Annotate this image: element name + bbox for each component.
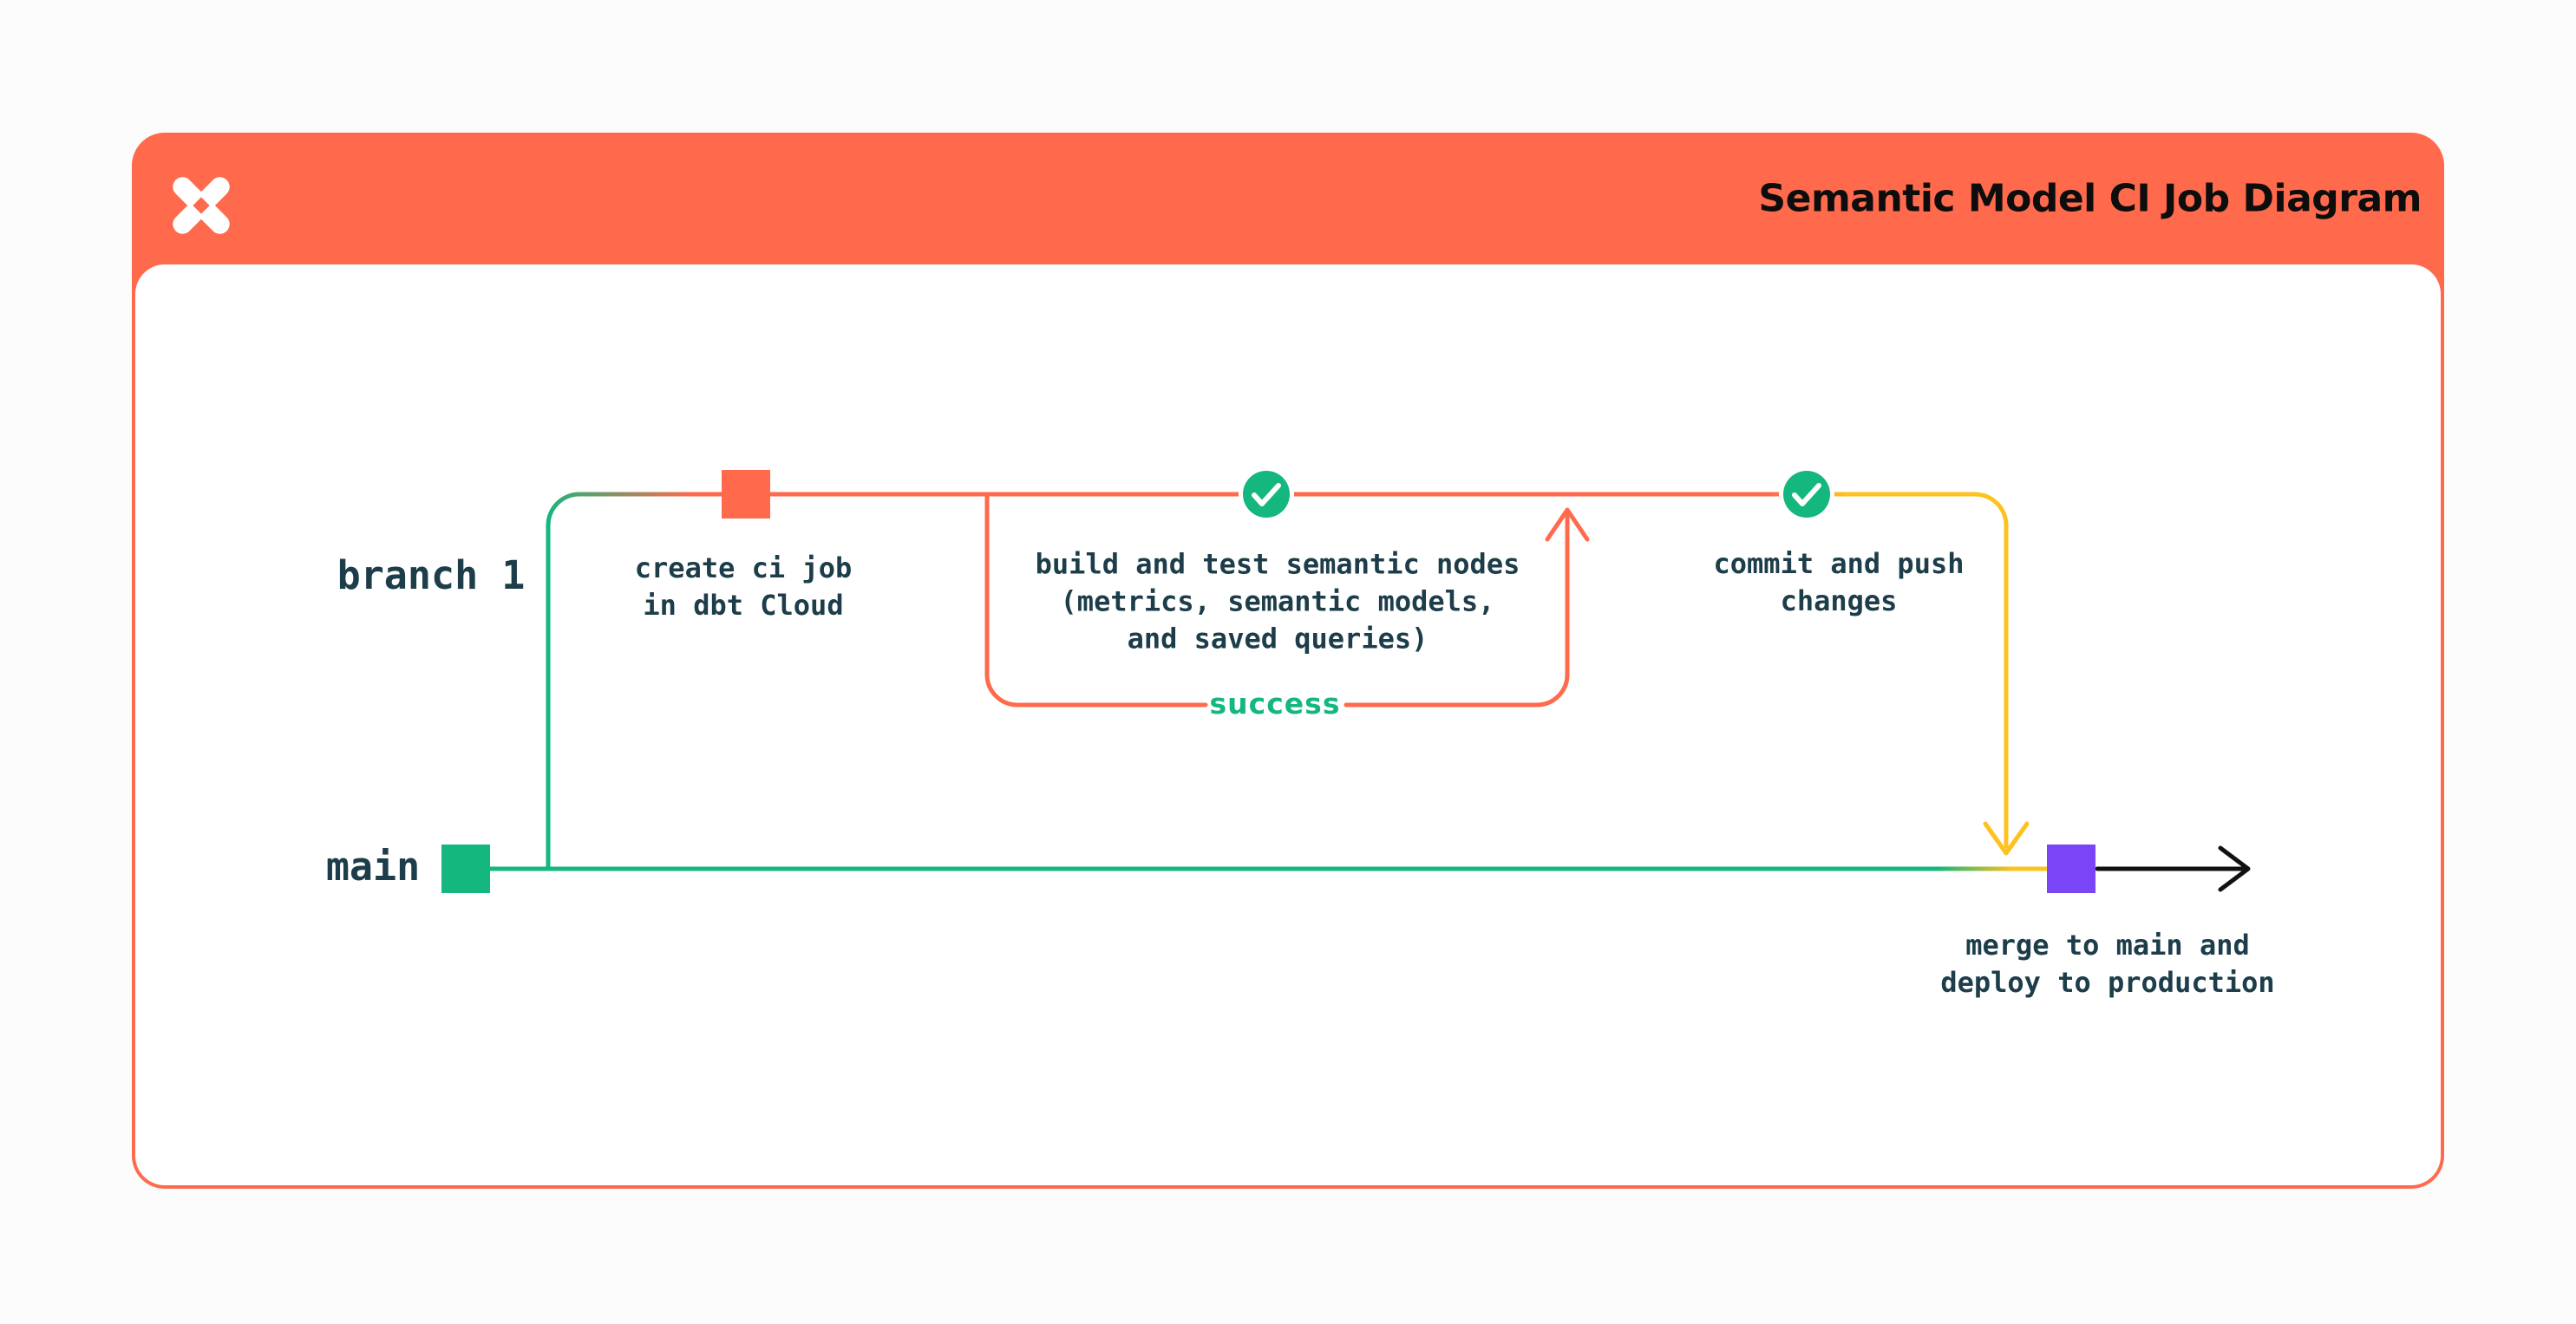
success-label: success xyxy=(1209,687,1341,721)
diagram-canvas xyxy=(135,264,2441,1185)
check-circle-icon xyxy=(1239,466,1294,522)
branch-1-label: branch 1 xyxy=(337,552,526,598)
build-test-label: build and test semantic nodes (metrics, … xyxy=(1035,547,1520,655)
right-arrowhead-icon xyxy=(2218,845,2251,892)
merge-arrowhead-icon xyxy=(1983,821,2030,856)
create-ci-job-commit-square xyxy=(722,470,770,519)
loop-up-arrowhead-icon xyxy=(1545,507,1590,542)
success-loop-line xyxy=(984,493,1590,708)
merge-deploy-label: merge to main and deploy to production xyxy=(1940,929,2275,999)
create-ci-job-label: create ci job in dbt Cloud xyxy=(634,551,853,622)
commit-push-label: commit and push changes xyxy=(1713,547,1965,617)
header-bar: Semantic Model CI Job Diagram xyxy=(132,133,2444,264)
main-start-commit-square xyxy=(441,845,490,893)
feature-branch-line xyxy=(546,492,2009,871)
page-title: Semantic Model CI Job Diagram xyxy=(1758,176,2422,221)
main-continue-arrow xyxy=(2095,845,2251,892)
dbt-logo-icon xyxy=(173,177,230,234)
check-circle-icon xyxy=(1779,466,1834,522)
main-label: main xyxy=(325,844,421,890)
merge-commit-square xyxy=(2047,845,2095,893)
diagram-card: Semantic Model CI Job Diagram xyxy=(132,133,2444,1189)
